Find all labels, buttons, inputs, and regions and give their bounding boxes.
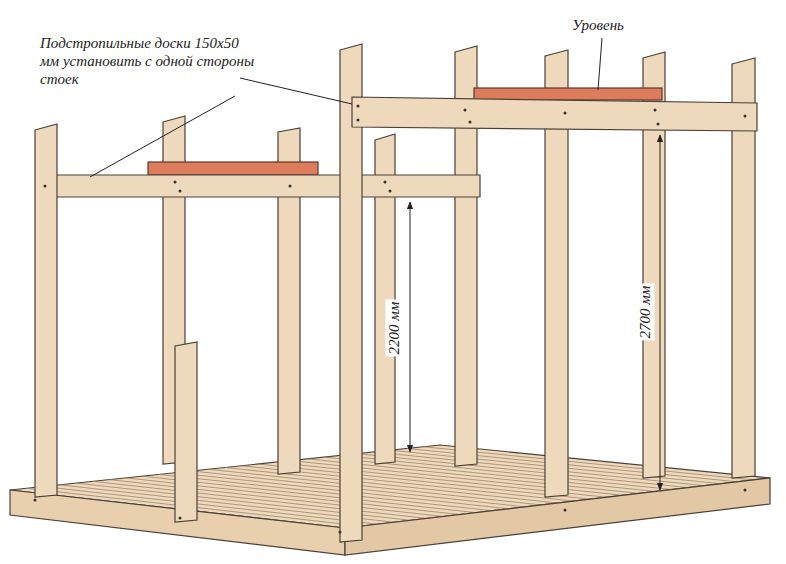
leader-line: [598, 38, 602, 90]
leader-line: [90, 96, 235, 177]
level: [148, 162, 318, 175]
post: [175, 342, 197, 522]
dimension-label: 2700 мм: [636, 284, 654, 341]
deck-slat: [357, 454, 688, 488]
post: [340, 44, 362, 542]
nails: [34, 105, 747, 534]
dimension-line: [410, 202, 411, 452]
leader-line: [240, 78, 352, 104]
note-label: Подстропильные доски 150х50 мм установит…: [40, 34, 255, 88]
post: [35, 124, 57, 497]
part-label: Уровень: [572, 16, 624, 34]
deck-slat: [324, 457, 655, 491]
level: [474, 88, 662, 100]
dimension-line: [660, 135, 661, 490]
dimension-label: 2200 мм: [385, 300, 403, 357]
rafter-board: [40, 175, 480, 197]
rafter-board: [352, 97, 757, 131]
